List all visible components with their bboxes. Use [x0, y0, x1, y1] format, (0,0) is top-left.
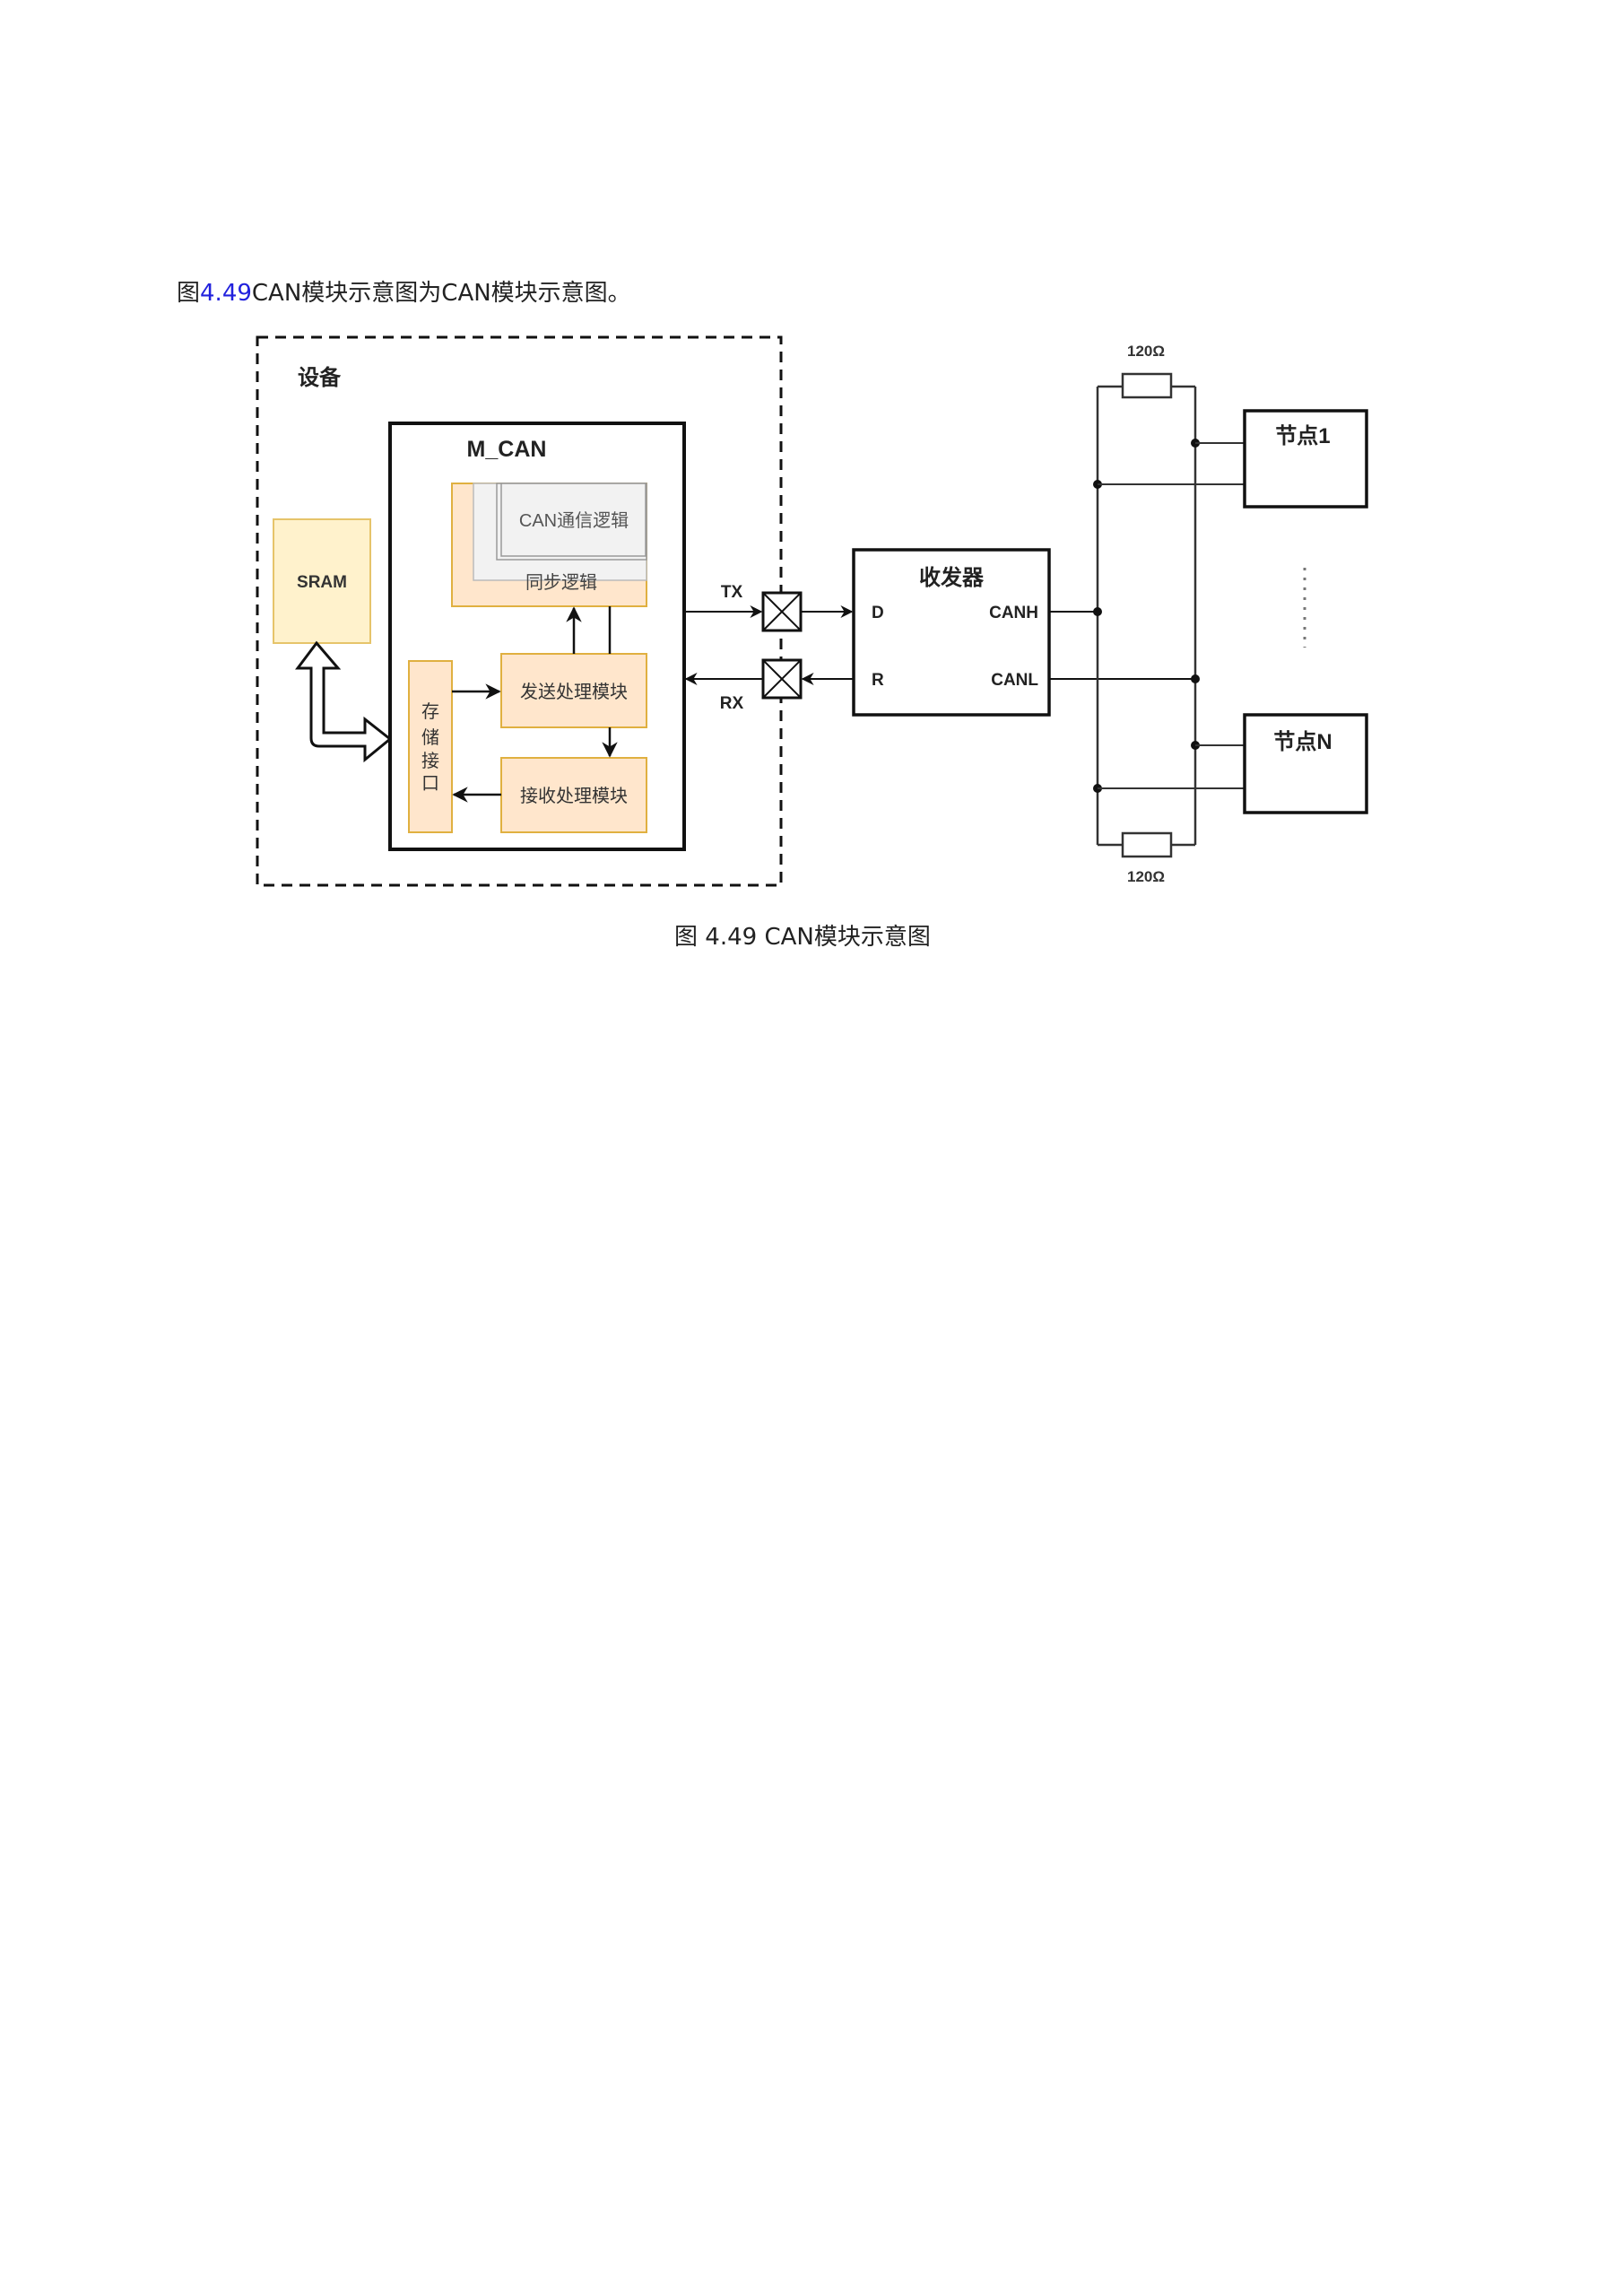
termination-resistor-top [1121, 372, 1173, 399]
termination-top-label: 120Ω [1127, 343, 1165, 360]
pin-canh-label: CANH [989, 604, 1038, 622]
storage-interface-block [408, 660, 453, 833]
rx-label: RX [720, 694, 744, 713]
intro-text: CAN模块示意图为CAN模块示意图。 [251, 280, 631, 307]
sram-block [273, 518, 371, 644]
storage-interface-char: 口 [421, 774, 439, 794]
termination-resistor-bottom [1121, 831, 1173, 858]
device-label: 设备 [298, 365, 342, 390]
tx-label: TX [721, 583, 743, 602]
storage-interface-char: 储 [421, 727, 439, 748]
rx-process-block [500, 757, 647, 833]
transceiver-title: 收发器 [919, 565, 985, 590]
tx-connector-icon [761, 591, 803, 632]
pin-r-label: R [872, 671, 884, 690]
figure-reference-link[interactable]: 4.49 [200, 280, 252, 307]
caption-number: 4.49 [705, 924, 758, 951]
intro-paragraph: 图4.49CAN模块示意图为CAN模块示意图。 [177, 278, 631, 309]
junction-dot [1093, 607, 1102, 616]
pin-d-label: D [872, 604, 884, 622]
storage-interface-char: 接 [421, 751, 439, 771]
storage-interface-char: 存 [421, 701, 439, 722]
tx-process-label: 发送处理模块 [520, 682, 628, 702]
node1-block [1243, 409, 1368, 509]
junction-dot [1191, 674, 1200, 683]
mcan-label: M_CAN [467, 437, 547, 462]
figure-caption: 图 4.49 CAN模块示意图 [674, 922, 931, 952]
can-module-diagram: 设备 SRAM M_CAN CAN通信逻辑 同步逻辑 存 储 接 口 发送处理模… [256, 335, 1368, 887]
intro-prefix: 图 [177, 280, 201, 307]
tx-process-block [500, 653, 647, 728]
transceiver-block [852, 548, 1051, 717]
sram-label: SRAM [297, 573, 347, 592]
nodeN-label: 节点N [1273, 730, 1332, 754]
nodeN-block [1243, 713, 1368, 814]
can-comm-logic-label: CAN通信逻辑 [519, 510, 629, 531]
termination-bottom-label: 120Ω [1127, 868, 1165, 885]
caption-prefix: 图 [674, 924, 699, 951]
node1-label: 节点1 [1275, 424, 1330, 448]
pin-canl-label: CANL [991, 671, 1038, 690]
caption-title: CAN模块示意图 [764, 924, 931, 951]
sync-logic-label: 同步逻辑 [525, 572, 597, 593]
rx-process-label: 接收处理模块 [520, 786, 628, 806]
rx-connector-icon [761, 658, 803, 700]
sram-bus-arrow [295, 640, 393, 763]
can-comm-logic-block [500, 483, 647, 557]
